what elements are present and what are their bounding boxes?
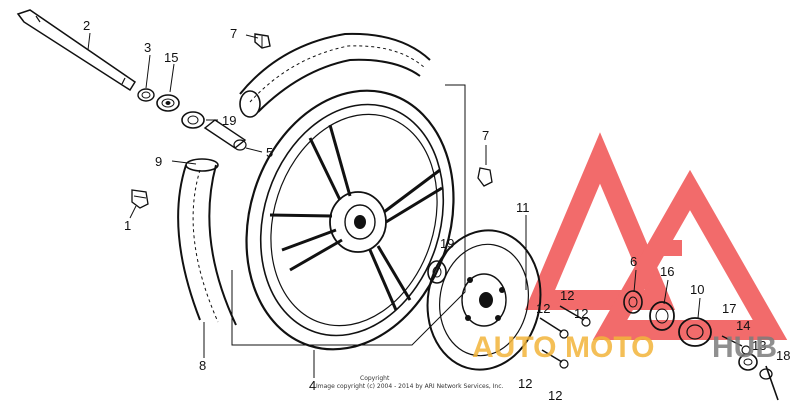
callout-1: 1: [124, 218, 131, 233]
callout-8: 8: [199, 358, 206, 373]
bearing-part-15: [156, 94, 180, 112]
front-wheel: [245, 89, 455, 351]
axle: [16, 9, 137, 92]
seal-part-19-upper: [181, 111, 205, 129]
callout-13: 13: [752, 338, 766, 353]
bolt-part-1: [131, 189, 149, 209]
callout-4: 4: [309, 378, 316, 393]
valve-part-7-upper: [254, 33, 271, 49]
brake-disc-part-11: [426, 229, 542, 371]
wheel-assembly-outline: [231, 84, 466, 346]
callouts: 2 3 15 7 19 5 9 1 8 4 7 11 19 6 16 10 17…: [83, 18, 790, 403]
watermark-part3: HUB: [712, 331, 777, 364]
tire-part-8: [177, 158, 237, 326]
callout-18: 18: [776, 348, 790, 363]
tire-upper-segment: [239, 32, 431, 118]
spacer-part-5: [203, 119, 247, 151]
callout-5: 5: [266, 145, 273, 160]
callout-6: 6: [630, 254, 637, 269]
gearbox-part-10: [678, 317, 712, 347]
callout-9: 9: [155, 154, 162, 169]
callout-2: 2: [83, 18, 90, 33]
callout-15: 15: [164, 50, 178, 65]
callout-12-a: 12: [536, 301, 550, 316]
callout-10: 10: [690, 282, 704, 297]
nut-part-13: [738, 353, 758, 371]
callout-12-b: 12: [560, 288, 574, 303]
callout-7-right: 7: [482, 128, 489, 143]
callout-14: 14: [736, 318, 750, 333]
callout-7-upper: 7: [230, 26, 237, 41]
leader-lines: [87, 32, 701, 378]
callout-12-e: 12: [548, 388, 562, 403]
cable-part-18: [759, 365, 779, 401]
callout-19-upper: 19: [222, 113, 236, 128]
copyright-line1: Copyright: [360, 375, 390, 382]
watermark-part2: MOTO: [565, 331, 654, 364]
copyright-line2: Image copyright (c) 2004 - 2014 by ARI N…: [316, 383, 504, 390]
callout-12-c: 12: [574, 306, 588, 321]
watermark-logo-triangle: [524, 132, 788, 340]
collar-part-3: [137, 88, 155, 102]
callout-3: 3: [144, 40, 151, 55]
watermark-part1: AUTO: [472, 331, 556, 364]
valve-part-7-right: [477, 167, 493, 187]
callout-11: 11: [516, 200, 530, 215]
callout-17: 17: [722, 301, 736, 316]
callout-19-lower: 19: [440, 236, 454, 251]
callout-12-d: 12: [518, 376, 532, 391]
bearing-part-16: [649, 301, 675, 331]
disc-bolts-part-12: [539, 305, 591, 369]
watermark-text: AUTO MOTO HUB: [472, 331, 777, 364]
collar-part-6: [623, 290, 643, 314]
callout-16: 16: [660, 264, 674, 279]
